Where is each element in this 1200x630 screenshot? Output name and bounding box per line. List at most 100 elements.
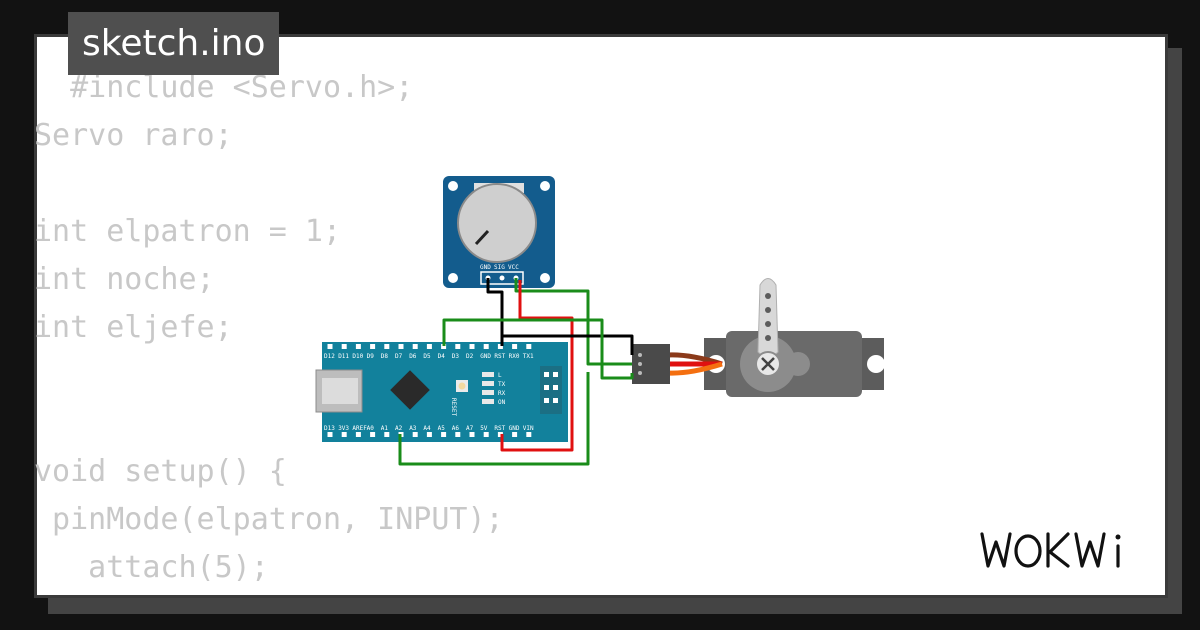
nano-bottom-pin[interactable] — [455, 432, 461, 437]
nano-top-pin[interactable] — [327, 344, 333, 349]
icsp-pin — [553, 372, 558, 377]
nano-bottom-pin[interactable] — [384, 432, 390, 437]
wire-power-red — [500, 280, 574, 452]
board-led-label: RX — [498, 390, 506, 397]
nano-top-pin[interactable] — [370, 344, 376, 349]
nano-bottom-pin[interactable] — [412, 432, 418, 437]
icsp-pin — [553, 385, 558, 390]
board-led-label: ON — [498, 399, 506, 406]
nano-top-pin[interactable] — [426, 344, 432, 349]
nano-bottom-pin[interactable] — [512, 432, 518, 437]
nano-top-pin-label: D5 — [423, 353, 431, 360]
mcu-chip — [390, 370, 430, 410]
nano-top-pin[interactable] — [526, 344, 532, 349]
code-line: int elpatron = 1; — [34, 214, 342, 249]
nano-bottom-pin-label: A0 — [367, 425, 375, 432]
nano-pin-labels: D12D13D113V3D10AREFD9A0D8A1D7A2D6A3D5A4D… — [324, 353, 534, 432]
nano-bottom-pin-label: A3 — [409, 425, 417, 432]
nano-bottom-pin[interactable] — [441, 432, 447, 437]
icsp-pin — [544, 372, 549, 377]
potentiometer[interactable]: GND SIG VCC — [443, 176, 555, 288]
nano-bottom-pin-label: A4 — [423, 425, 431, 432]
icsp-pin — [544, 398, 549, 403]
nano-top-pin[interactable] — [483, 344, 489, 349]
nano-top-pin-label: TX1 — [523, 353, 534, 360]
nano-top-pin-label: D10 — [352, 353, 363, 360]
nano-top-pin-label: RX0 — [509, 353, 520, 360]
nano-top-pin-label: D2 — [466, 353, 474, 360]
nano-top-pin[interactable] — [441, 344, 447, 349]
nano-bottom-pin-label: GND — [509, 425, 520, 432]
nano-bottom-pin-label: 3V3 — [338, 425, 349, 432]
nano-top-pin[interactable] — [384, 344, 390, 349]
nano-bottom-pin[interactable] — [370, 432, 376, 437]
nano-top-pin-label: D3 — [452, 353, 460, 360]
file-tab[interactable]: sketch.ino — [68, 12, 280, 75]
code-line: attach(5); — [34, 550, 269, 585]
nano-top-pin[interactable] — [398, 344, 404, 349]
preview-card — [34, 34, 1168, 598]
code-line: Servo raro; — [34, 118, 233, 153]
nano-top-pin-label: RST — [494, 353, 505, 360]
nano-top-pin-label: D11 — [338, 353, 349, 360]
code-editor[interactable]: #include <Servo.h>; Servo raro; int elpatr… — [34, 64, 504, 592]
nano-bottom-pin-label: A5 — [438, 425, 446, 432]
servo-connector — [632, 344, 670, 384]
nano-bottom-pin[interactable] — [426, 432, 432, 437]
nano-bottom-pin-label: AREF — [352, 425, 367, 432]
board-led — [482, 381, 494, 386]
nano-bottom-pin[interactable] — [327, 432, 333, 437]
pot-label-sig: SIG — [494, 264, 505, 271]
wire-signal-d5 — [442, 318, 634, 380]
nano-bottom-pin[interactable] — [483, 432, 489, 437]
nano-bottom-pin-label: RST — [494, 425, 505, 432]
nano-top-pin[interactable] — [469, 344, 475, 349]
servo-horn — [757, 278, 779, 358]
nano-bottom-pin[interactable] — [526, 432, 532, 437]
nano-bottom-pin-label: A1 — [381, 425, 389, 432]
reset-label: RESET — [450, 398, 457, 416]
nano-bottom-pin-label: D13 — [324, 425, 335, 432]
nano-bottom-pin[interactable] — [341, 432, 347, 437]
code-line: pinMode(elpatron, INPUT); — [34, 502, 504, 537]
wire-gnd-servo — [502, 334, 634, 355]
code-line: int eljefe; — [34, 310, 233, 345]
code-line: void setup() { — [34, 454, 287, 489]
nano-bottom-pin-label: A7 — [466, 425, 474, 432]
nano-top-pin-label: D4 — [438, 353, 446, 360]
nano-bottom-pin[interactable] — [355, 432, 361, 437]
nano-top-pin-label: D6 — [409, 353, 417, 360]
nano-bottom-pin[interactable] — [497, 432, 503, 437]
icsp-pin — [553, 398, 558, 403]
board-led-label: L — [498, 372, 502, 379]
pot-knob-indicator — [474, 229, 490, 246]
nano-bottom-pin-label: A6 — [452, 425, 460, 432]
nano-pin-headers — [327, 344, 532, 437]
board-led-label: TX — [498, 381, 506, 388]
wokwi-logo — [980, 532, 1121, 568]
code-line: #include <Servo.h>; — [34, 70, 414, 105]
board-led — [482, 372, 494, 377]
nano-top-pin[interactable] — [341, 344, 347, 349]
nano-top-pin[interactable] — [412, 344, 418, 349]
nano-top-pin-label: GND — [480, 353, 491, 360]
nano-top-pin[interactable] — [455, 344, 461, 349]
nano-top-pin[interactable] — [355, 344, 361, 349]
servo-motor[interactable] — [632, 278, 885, 398]
nano-bottom-pin[interactable] — [469, 432, 475, 437]
icsp-header — [544, 372, 558, 403]
nano-top-pin-label: D7 — [395, 353, 403, 360]
board-led — [482, 390, 494, 395]
board-led — [482, 399, 494, 404]
nano-bottom-pin-label: VIN — [523, 425, 534, 432]
pot-label-vcc: VCC — [508, 264, 519, 271]
wires — [398, 278, 634, 466]
nano-top-pin[interactable] — [512, 344, 518, 349]
nano-top-pin-label: D9 — [367, 353, 375, 360]
nano-bottom-pin-label: A2 — [395, 425, 403, 432]
wire-pot-gnd — [486, 278, 504, 346]
nano-top-pin[interactable] — [497, 344, 503, 349]
nano-bottom-pin-label: 5V — [480, 425, 488, 432]
